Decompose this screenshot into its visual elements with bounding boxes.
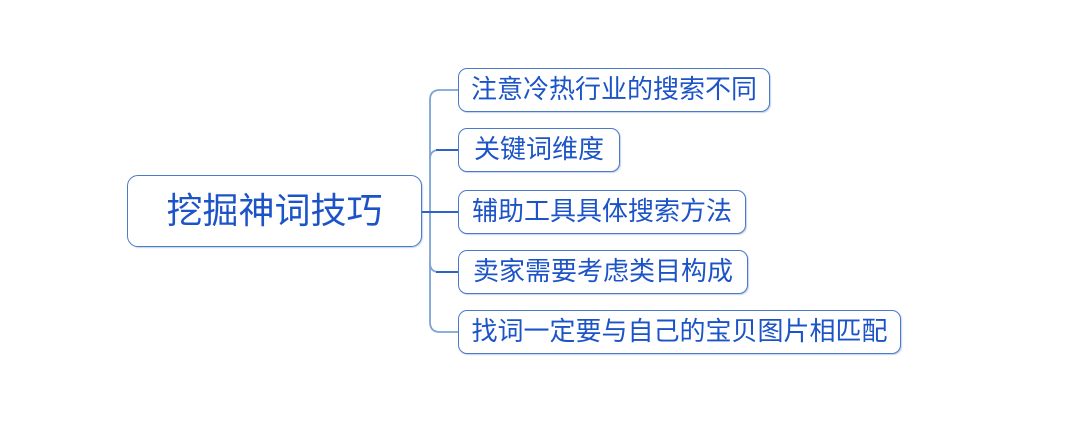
child-node-4[interactable]: 卖家需要考虑类目构成 (458, 250, 748, 294)
trunk-line (429, 89, 458, 333)
child-node-2[interactable]: 关键词维度 (458, 128, 620, 172)
child-node-5[interactable]: 找词一定要与自己的宝贝图片相匹配 (458, 310, 901, 354)
child-node-3[interactable]: 辅助工具具体搜索方法 (458, 190, 746, 234)
branch-curve-2 (429, 149, 440, 160)
child-node-1[interactable]: 注意冷热行业的搜索不同 (458, 68, 770, 112)
root-node[interactable]: 挖掘神词技巧 (127, 175, 422, 247)
branch-curve-4 (429, 262, 440, 273)
